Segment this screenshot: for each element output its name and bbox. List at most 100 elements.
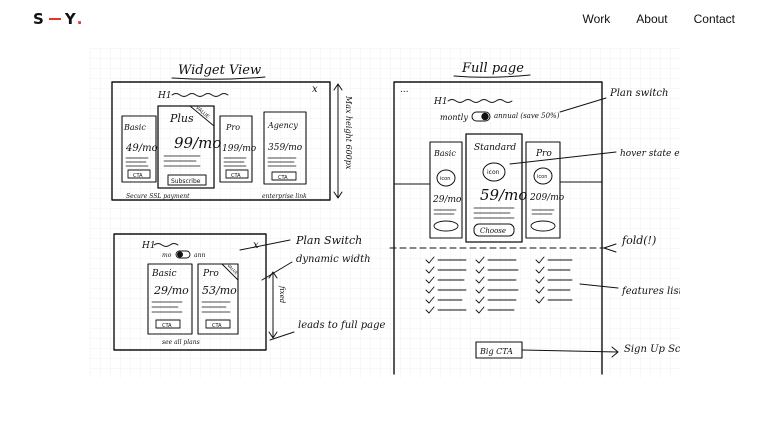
mobile-fixed-note: fixed — [278, 285, 286, 304]
full-standard-price: 59/mo — [480, 186, 527, 204]
full-note-switch: Plan switch — [609, 88, 668, 99]
widget-title-underline — [171, 76, 266, 80]
widget-h1-scribble — [171, 93, 229, 97]
full-pro-icon — [533, 167, 553, 185]
full-basic-name: Basic — [433, 149, 456, 158]
full-toggle-left: montly — [440, 113, 468, 122]
full-pro-name: Pro — [535, 149, 552, 159]
widget-h1: H1 — [157, 91, 172, 101]
full-standard-cta — [473, 223, 515, 237]
mobile-basic-price: 29/mo — [153, 284, 189, 297]
widget-pro-price: 199/mo — [222, 144, 257, 154]
nav-link-about[interactable]: About — [636, 12, 668, 26]
full-pro-cta — [530, 220, 556, 232]
mobile-toggle — [175, 250, 191, 259]
mobile-frame — [113, 233, 267, 351]
sketch-canvas: Widget View H1 x Basic 49/mo CTA Plus 99… — [90, 48, 680, 378]
full-basic-icon-label: icon — [440, 176, 450, 182]
mobile-width-arrow — [268, 271, 278, 339]
mobile-basic-cta-label: CTA — [162, 323, 172, 329]
full-note-features: features list — [621, 286, 680, 297]
full-note-hover: hover state elevation — [620, 149, 680, 159]
widget-basic-cta — [127, 169, 151, 179]
widget-basic-price: 49/mo — [125, 143, 158, 154]
mobile-pro-cta — [205, 319, 231, 329]
widget-footer-ssl: Secure SSL payment — [126, 193, 190, 200]
full-standard-icon — [482, 162, 506, 182]
full-toggle-right: annual (save 50%) — [494, 112, 560, 120]
widget-close-icon: x — [312, 84, 318, 95]
site-header: S Y . Work About Contact — [0, 0, 768, 42]
widget-plus-cta-label: Subscribe — [171, 178, 201, 185]
mobile-h1: H1 — [141, 241, 156, 251]
mobile-width-pointer — [261, 261, 293, 281]
widget-plus-cta — [167, 174, 207, 186]
full-fold-pointer — [603, 243, 617, 253]
main-nav: Work About Contact — [583, 12, 736, 26]
grid-paper — [90, 48, 680, 378]
mobile-close-icon: x — [253, 240, 259, 251]
widget-frame — [111, 81, 331, 201]
widget-agency-cta — [271, 171, 297, 181]
nav-link-work[interactable]: Work — [582, 12, 611, 26]
widget-basic-name: Basic — [123, 123, 146, 132]
full-card-pro — [525, 141, 561, 239]
widget-card-pro — [219, 115, 253, 183]
logo-dash — [48, 18, 61, 20]
logo-dot: . — [76, 10, 84, 28]
mobile-toggle-right: ann — [194, 252, 205, 259]
logo-letter-y: Y — [64, 10, 77, 28]
full-big-cta-label: Big CTA — [479, 347, 513, 356]
mobile-basic-cta — [155, 319, 181, 329]
widget-plus-name: Plus — [169, 112, 194, 125]
full-features-pointer — [579, 283, 619, 289]
full-card-standard — [465, 133, 523, 243]
widget-basic-lines — [125, 157, 149, 167]
full-card-basic — [429, 141, 463, 239]
mobile-switch-pointer — [239, 239, 291, 251]
full-basic-lines — [433, 209, 457, 215]
mobile-note-width: dynamic width — [296, 254, 371, 265]
full-switch-pointer — [559, 97, 607, 113]
mobile-basic-lines — [151, 301, 183, 313]
full-basic-cta — [433, 220, 459, 232]
mobile-pro-price: 53/mo — [202, 284, 237, 297]
widget-pro-cta-label: CTA — [231, 173, 241, 179]
widget-card-plus — [157, 105, 215, 189]
full-page-frame — [393, 81, 603, 375]
full-note-fold: fold(!) — [621, 234, 656, 247]
nav-link-contact[interactable]: Contact — [693, 12, 735, 26]
widget-agency-cta-label: CTA — [278, 175, 288, 181]
full-menu-icon: ... — [400, 85, 409, 95]
widget-plus-badge — [189, 105, 215, 127]
widget-plus-price: 99/mo — [174, 134, 221, 152]
mobile-note-switch: Plan Switch — [295, 234, 362, 247]
widget-height-note: Max height 600px — [344, 95, 353, 170]
mobile-see-all: see all plans — [162, 339, 200, 346]
full-signup-arrow — [521, 346, 619, 358]
mobile-h1-scribble — [153, 243, 179, 247]
logo-letter-s: S — [33, 10, 45, 28]
widget-agency-price: 359/mo — [268, 143, 303, 153]
full-note-signup: Sign Up Screen — [624, 344, 680, 355]
widget-footer-enterprise: enterprise link — [262, 193, 307, 200]
full-h1: H1 — [433, 97, 448, 107]
widget-card-agency — [263, 111, 307, 185]
full-toggle — [471, 111, 491, 122]
full-basic-price: 29/mo — [432, 195, 462, 205]
full-h1-scribble — [447, 99, 513, 103]
full-page-title: Full page — [461, 61, 524, 76]
widget-card-basic — [121, 115, 157, 183]
widget-agency-lines — [267, 157, 297, 167]
mobile-basic-name: Basic — [151, 269, 177, 279]
mobile-pro-badge — [221, 263, 239, 281]
widget-pro-name: Pro — [225, 123, 240, 132]
widget-pro-lines — [223, 157, 247, 167]
site-logo[interactable]: S Y . — [33, 10, 83, 28]
mobile-note-leads: leads to full page — [298, 320, 385, 331]
full-toggle-knob — [481, 112, 489, 121]
mobile-card-basic — [147, 263, 193, 335]
mobile-pro-lines — [201, 301, 231, 313]
full-card-guides — [393, 181, 603, 185]
widget-agency-name: Agency — [267, 121, 298, 130]
